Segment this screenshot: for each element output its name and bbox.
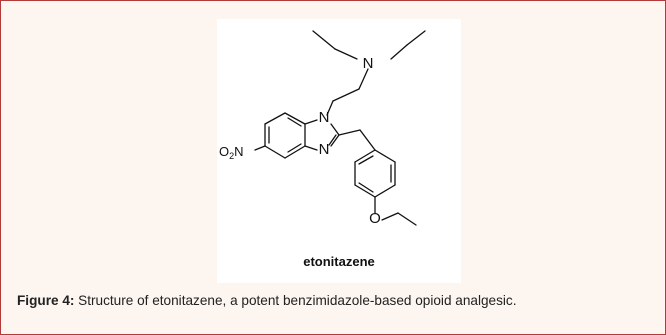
figure-caption: Figure 4: Structure of etonitazene, a po… [17, 291, 651, 311]
structure-image: N N N O O2N etonitazene [217, 19, 461, 283]
bond [338, 129, 361, 136]
bond [254, 145, 266, 151]
bond [406, 30, 426, 46]
bond [287, 117, 302, 127]
bond [284, 112, 306, 125]
bond [397, 212, 417, 226]
bond [264, 145, 286, 159]
bond [312, 30, 336, 50]
bond [284, 145, 306, 159]
bond [330, 123, 340, 136]
bond [287, 143, 302, 153]
bond [334, 48, 358, 60]
compound-name: etonitazene [303, 254, 375, 269]
bond [374, 149, 396, 163]
etonitazene-structure: N N N O O2N [219, 30, 426, 227]
caption-text: Structure of etonitazene, a potent benzi… [74, 293, 517, 308]
bond [359, 129, 376, 151]
bond [374, 184, 396, 198]
bond [358, 155, 374, 165]
bond [358, 182, 374, 193]
atom-amine-n: N [363, 55, 374, 72]
atom-n1: N [319, 109, 330, 126]
atom-ether-o: O [369, 210, 381, 227]
atom-n3: N [319, 141, 330, 158]
bond [354, 184, 376, 198]
caption-label: Figure 4: [17, 293, 75, 308]
bond [390, 44, 408, 60]
bond [332, 88, 360, 102]
bond [381, 212, 399, 221]
bond [264, 112, 286, 125]
nitro-group-label: O2N [219, 144, 244, 161]
bond [358, 68, 369, 90]
bond [304, 119, 318, 125]
bond [328, 134, 337, 146]
bond [326, 100, 334, 116]
bond [304, 145, 318, 151]
bond [354, 149, 376, 163]
bond [330, 134, 340, 147]
